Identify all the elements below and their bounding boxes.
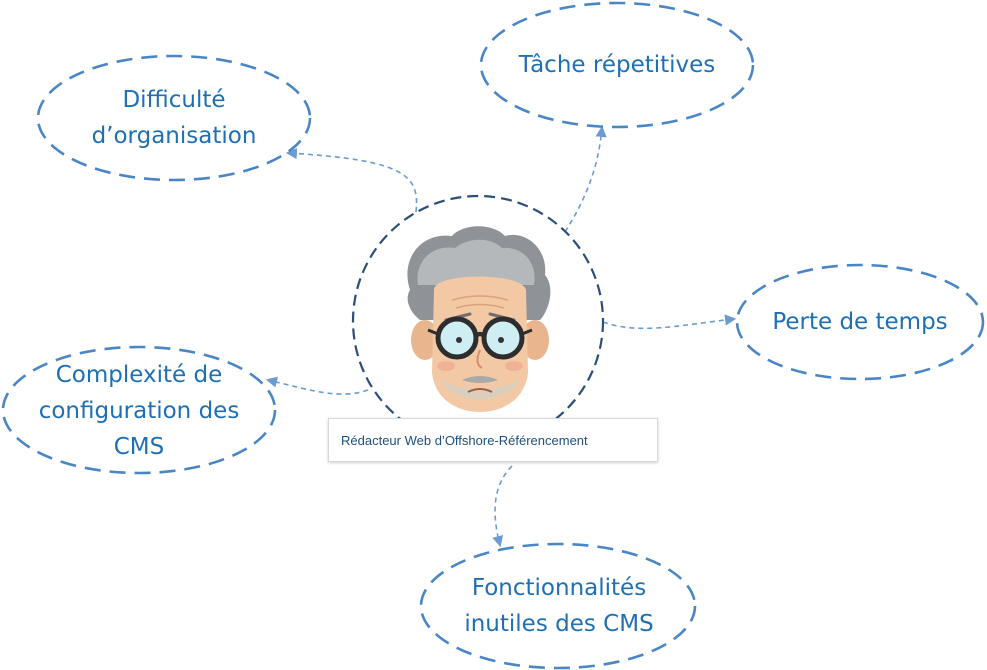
label-fonctionnalites-line-2: inutiles des CMS	[464, 606, 653, 642]
arrow-to-fonctionnalites	[495, 466, 512, 545]
center-caption: Rédacteur Web d’Offshore-Référencement	[341, 433, 588, 448]
label-complexite-line-3: CMS	[114, 429, 165, 465]
label-complexite: Complexité de configuration des CMS	[8, 355, 270, 467]
arrow-to-perte	[603, 319, 734, 328]
label-complexite-line-2: configuration des	[39, 393, 240, 429]
label-complexite-line-1: Complexité de	[56, 357, 223, 393]
label-fonctionnalites-line-1: Fonctionnalités	[472, 570, 646, 606]
label-taches: Tâche répetitives	[487, 40, 747, 90]
arrow-to-taches	[565, 128, 602, 232]
label-difficulte-line-1: Difficulté	[122, 82, 225, 118]
label-difficulte: Difficulté d’organisation	[44, 68, 304, 168]
label-fonctionnalites: Fonctionnalités inutiles des CMS	[428, 564, 690, 648]
label-perte-line-1: Perte de temps	[772, 304, 947, 340]
label-taches-line-1: Tâche répetitives	[519, 47, 716, 83]
label-perte: Perte de temps	[740, 297, 980, 347]
arrow-to-complexite	[268, 380, 368, 394]
label-difficulte-line-2: d’organisation	[92, 118, 257, 154]
center-caption-box: Rédacteur Web d’Offshore-Référencement	[328, 418, 658, 462]
arrow-to-difficulte	[288, 153, 417, 212]
